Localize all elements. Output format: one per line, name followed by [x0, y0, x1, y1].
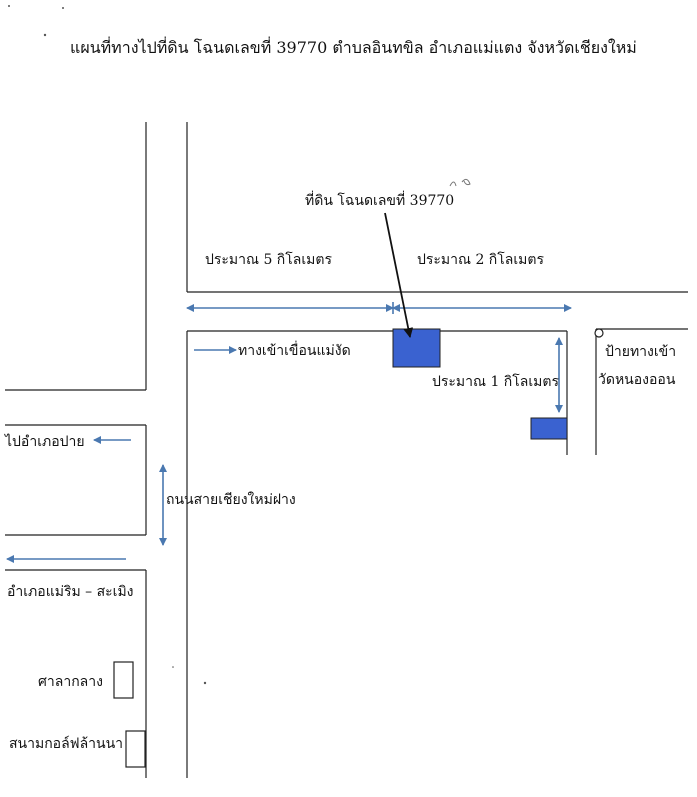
parcel-label: ที่ดิน โฉนดเลขที่ 39770 — [305, 191, 454, 209]
distance-5km-label: ประมาณ 5 กิโลเมตร — [205, 251, 332, 268]
sala-label: ศาลากลาง — [38, 674, 103, 690]
roads — [5, 122, 688, 778]
dam-entrance-label: ทางเข้าเขื่อนแม่งัด — [238, 341, 351, 359]
mae-rim-label: อำเภอแม่ริม – สะเมิง — [7, 584, 134, 600]
sign-label-line2: วัดหนองออน — [598, 372, 676, 388]
highway-label: ถนนสายเชียงใหม่ฝาง — [166, 491, 296, 508]
map-title: แผนที่ทางไปที่ดิน โฉนดเลขที่ 39770 ตำบลอ… — [70, 36, 637, 57]
distance-2km-label: ประมาณ 2 กิโลเมตร — [417, 251, 544, 268]
distance-1km-label: ประมาณ 1 กิโลเมตร — [432, 373, 559, 390]
scan-specks — [8, 5, 207, 685]
golf-building — [125, 730, 146, 768]
golf-label: สนามกอล์ฟล้านนา — [9, 735, 123, 752]
sala-building — [113, 661, 134, 699]
handwritten-mark — [449, 178, 471, 187]
parcel-main — [392, 328, 441, 368]
parcel-pointer-arrow — [384, 212, 414, 338]
sign-label-line1: ป้ายทางเข้า — [605, 344, 676, 360]
sign-marker — [594, 328, 604, 338]
distance-arrows — [6, 302, 572, 563]
to-pai-label: ไปอำเภอปาย — [4, 433, 85, 450]
parcel-secondary — [530, 417, 568, 440]
